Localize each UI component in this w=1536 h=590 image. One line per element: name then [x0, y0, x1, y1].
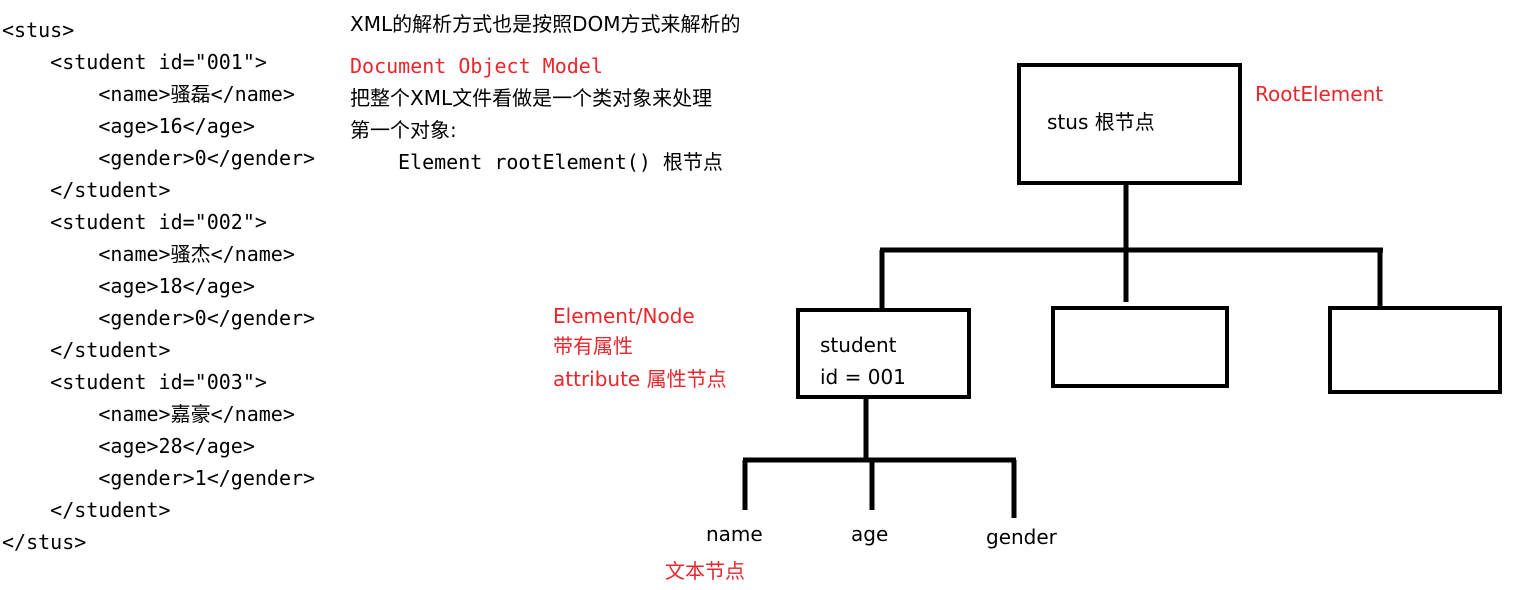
text-node-label: 文本节点: [665, 559, 745, 583]
student-node-line2: id = 001: [820, 365, 906, 389]
child-node-box-3: [1328, 306, 1502, 394]
xml-line: <gender>0</gender>: [2, 146, 316, 170]
xml-line: </stus>: [2, 530, 87, 554]
xml-line: <stus>: [2, 18, 75, 42]
first-object-note: 第一个对象:: [350, 118, 457, 142]
root-element-label: RootElement: [1255, 82, 1384, 106]
element-node-label: Element/Node: [553, 304, 695, 328]
xml-line: <student id="002">: [2, 210, 267, 234]
child-node-box-2: [1051, 306, 1229, 388]
leaf-gender-text: gender: [986, 525, 1057, 549]
xml-line: <name>嘉豪</name>: [2, 402, 295, 426]
xml-line: <gender>0</gender>: [2, 306, 316, 330]
attribute-node-label: attribute 属性节点: [553, 367, 727, 391]
xml-line: <student id="003">: [2, 370, 267, 394]
dom-full-name: Document Object Model: [350, 54, 603, 78]
xml-line: <student id="001">: [2, 50, 267, 74]
xml-line: </student>: [2, 498, 171, 522]
student-node-line1: student: [820, 333, 897, 357]
root-node-box: [1017, 63, 1242, 185]
root-node-text: stus 根节点: [1047, 110, 1155, 134]
root-method-note: Element rootElement() 根节点: [398, 150, 723, 174]
xml-line: <gender>1</gender>: [2, 466, 316, 490]
xml-line: </student>: [2, 338, 171, 362]
heading-note: XML的解析方式也是按照DOM方式来解析的: [350, 12, 741, 36]
leaf-name-text: name: [706, 522, 763, 546]
has-attribute-label: 带有属性: [553, 334, 633, 358]
leaf-age-text: age: [851, 522, 889, 546]
student-node-box: [796, 308, 971, 399]
xml-line: <age>28</age>: [2, 434, 255, 458]
xml-line: <age>18</age>: [2, 274, 255, 298]
xml-line: </student>: [2, 178, 171, 202]
xml-line: <name>骚杰</name>: [2, 242, 295, 266]
treat-as-object-note: 把整个XML文件看做是一个类对象来处理: [350, 86, 713, 110]
xml-line: <name>骚磊</name>: [2, 82, 295, 106]
xml-line: <age>16</age>: [2, 114, 255, 138]
